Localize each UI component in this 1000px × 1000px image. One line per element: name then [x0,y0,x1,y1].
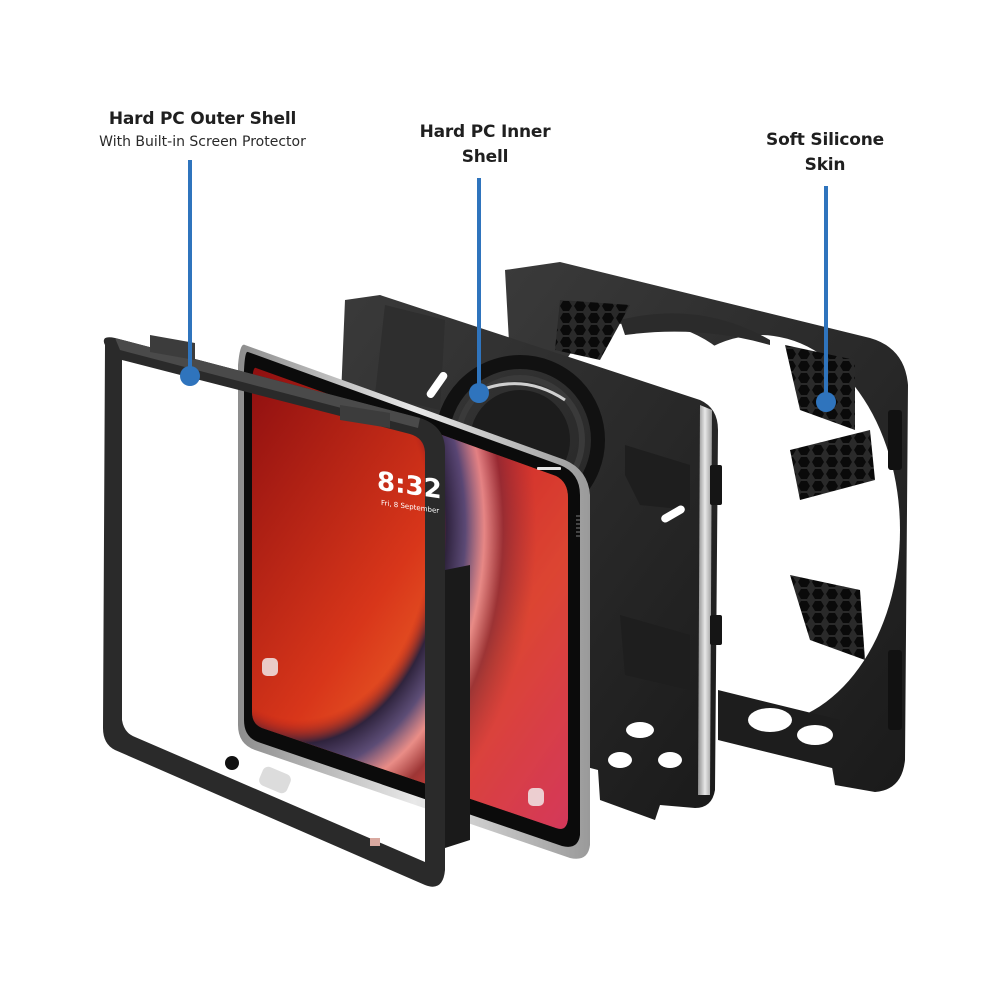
callout-silicone-skin-title-line1: Soft Silicone [766,130,884,150]
callout-inner-shell-label: Hard PC Inner Shell [395,120,575,170]
callout-leader-silicone-skin [816,186,836,412]
callout-outer-shell-title: Hard PC Outer Shell [108,109,297,129]
tablet-device [238,344,590,859]
callout-leader-inner-shell [469,178,489,403]
callout-inner-shell-title-line2: Shell [461,147,509,167]
callout-silicone-skin-label: Soft Silicone Skin [745,128,905,178]
callout-silicone-skin-title-line2: Skin [804,155,846,175]
callout-outer-shell-label: Hard PC Outer Shell With Built-in Screen… [70,107,335,152]
callout-inner-shell-title-line1: Hard PC Inner [419,122,551,142]
callout-leader-outer-shell [180,160,200,386]
callout-outer-shell-subtitle: With Built-in Screen Protector [99,134,306,150]
